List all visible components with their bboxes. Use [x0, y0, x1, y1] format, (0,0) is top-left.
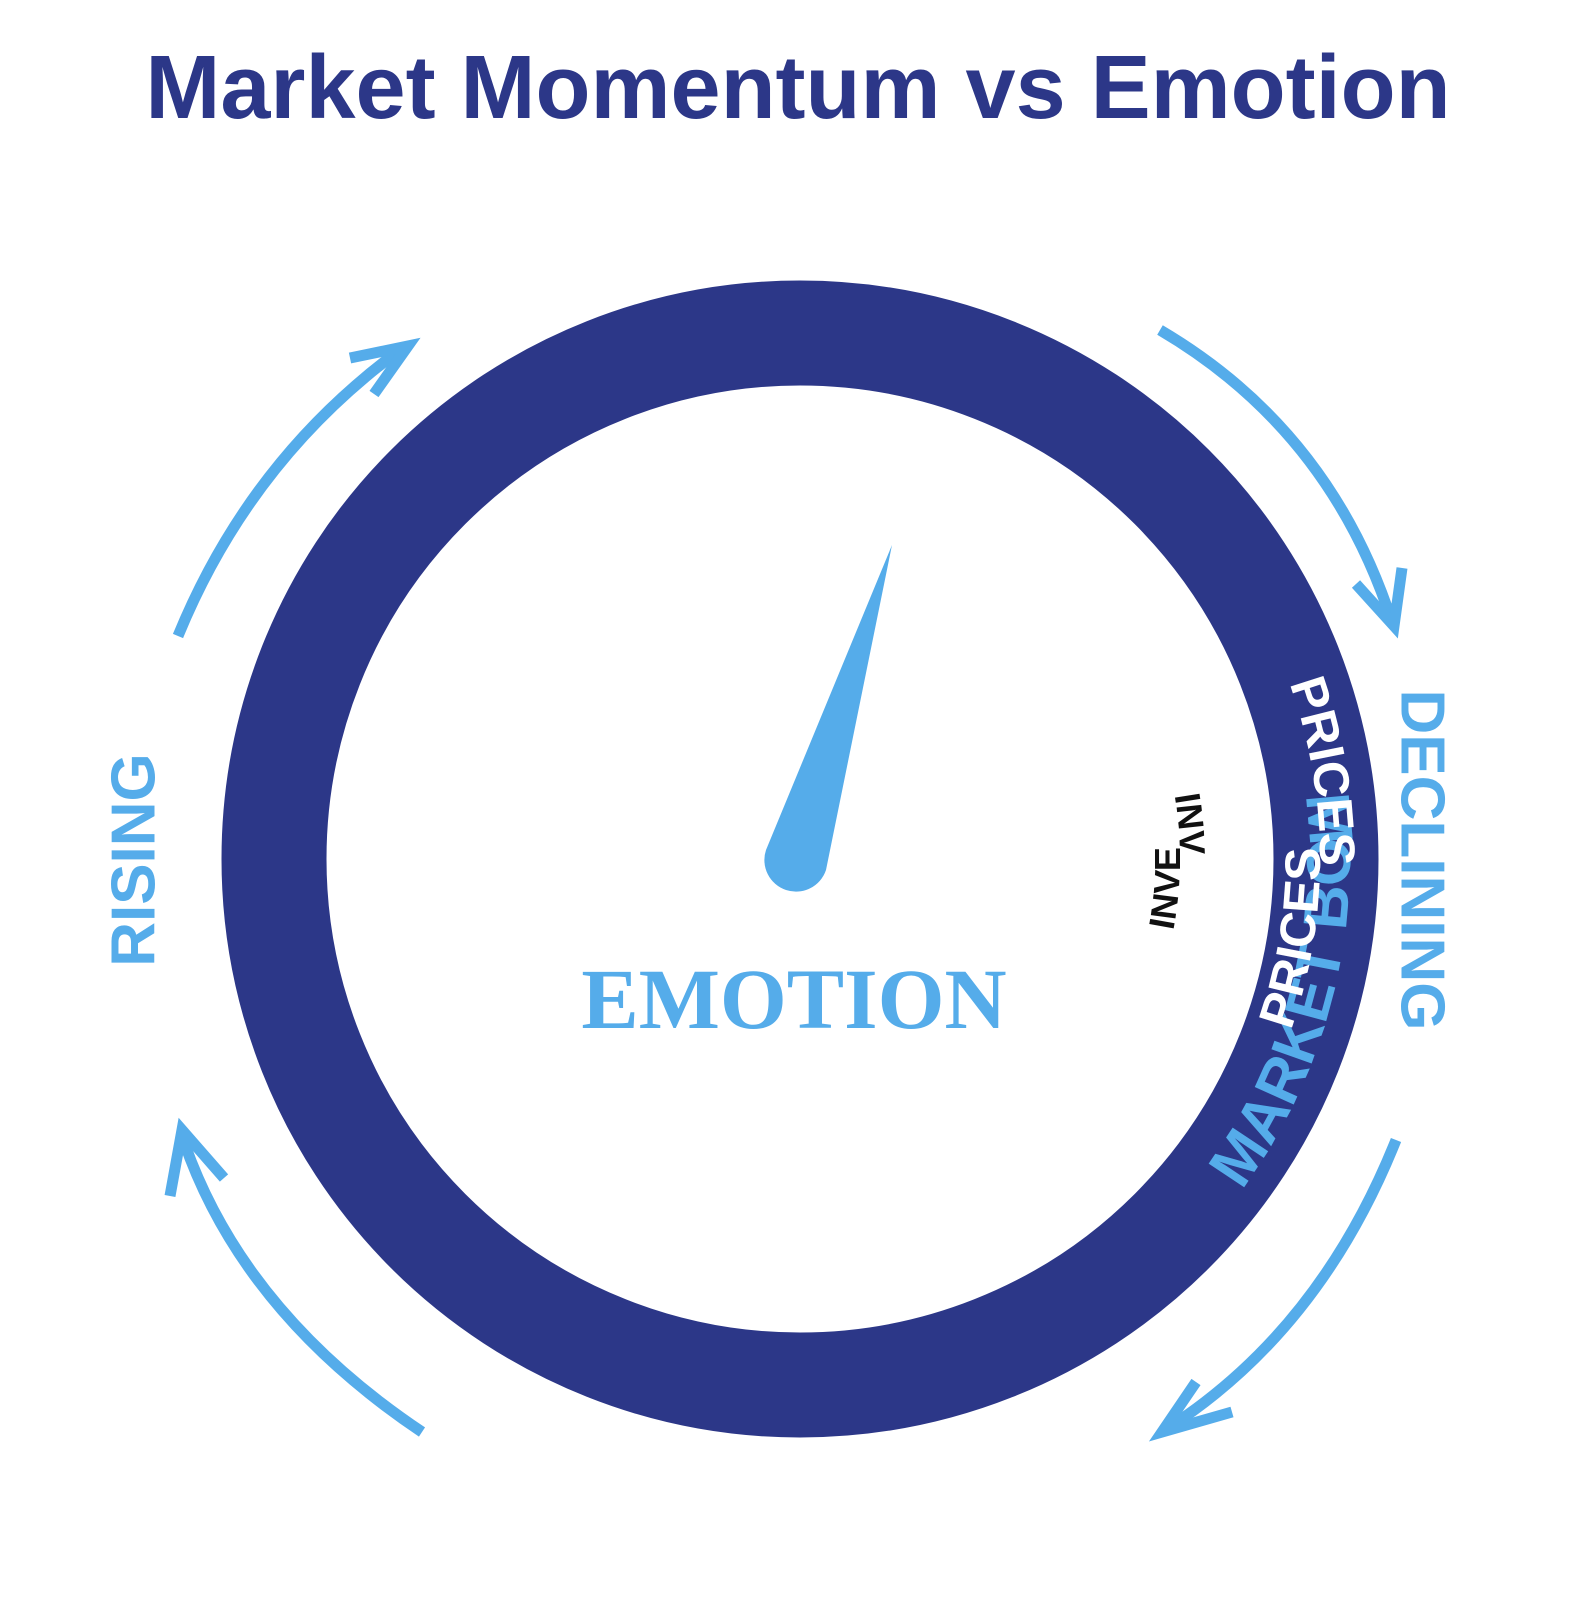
arrow-top-to-declining [1157, 325, 1408, 639]
label-declining: DECLINING [1388, 690, 1457, 1031]
page-title: Market Momentum vs Emotion [145, 38, 1450, 138]
arrow-rising-to-top [172, 337, 421, 639]
needle-hub [765, 829, 827, 891]
center-label-emotion: EMOTION [581, 951, 1006, 1047]
emotion-ring [221, 280, 1379, 1438]
label-investors-sell: INVESTORS OFTEN SELL HERE [0, 0, 1188, 932]
arrow-bottom-to-rising [164, 1117, 426, 1437]
label-rising: RISING [99, 753, 168, 967]
emotion-needle [764, 545, 892, 892]
arrow-declining-to-bottom [1148, 1137, 1402, 1442]
